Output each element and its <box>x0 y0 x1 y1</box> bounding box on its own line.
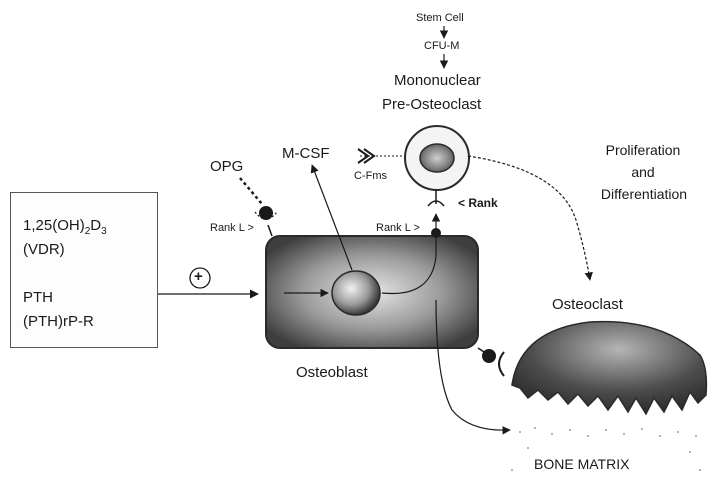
cfu-m-label: CFU-M <box>424 40 459 52</box>
rank-l-left-label: Rank L > <box>210 222 254 234</box>
m-csf-label: M-CSF <box>282 145 330 162</box>
vitamin-d-label: 1,25(OH)2D3 <box>23 217 107 237</box>
pth-label: PTH <box>23 289 53 306</box>
pthrp-label: (PTH)rP-R <box>23 313 94 330</box>
pre-osteoclast-cell <box>405 126 469 190</box>
and-label: and <box>588 164 698 180</box>
opg-label: OPG <box>210 158 243 175</box>
vdr-label: (VDR) <box>23 241 65 258</box>
rank-l-right-label: Rank L > <box>376 222 420 234</box>
osteoblast-osteoclast-contact <box>478 348 504 376</box>
rank-label: < Rank <box>458 196 498 210</box>
plus-sign: + <box>194 268 203 285</box>
rankl-left-knob <box>255 206 277 236</box>
mononuclear-label: Mononuclear <box>394 72 481 89</box>
differentiation-label: Differentiation <box>584 186 704 202</box>
proliferation-label: Proliferation <box>588 142 698 158</box>
hormone-input-box: 1,25(OH)2D3 (VDR) PTH (PTH)rP-R <box>10 192 158 348</box>
osteoblast-cell <box>266 236 478 348</box>
osteoclast-cell <box>512 322 706 414</box>
differentiation-arrow <box>468 156 590 280</box>
pre-osteoclast-label: Pre-Osteoclast <box>382 96 481 113</box>
osteoblast-label: Osteoblast <box>296 364 368 381</box>
bone-matrix-label: BONE MATRIX <box>534 456 629 472</box>
osteoclast-label: Osteoclast <box>552 296 623 313</box>
opg-binding-line <box>240 178 262 204</box>
c-fms-label: C-Fms <box>354 170 387 182</box>
stem-cell-label: Stem Cell <box>416 12 464 24</box>
